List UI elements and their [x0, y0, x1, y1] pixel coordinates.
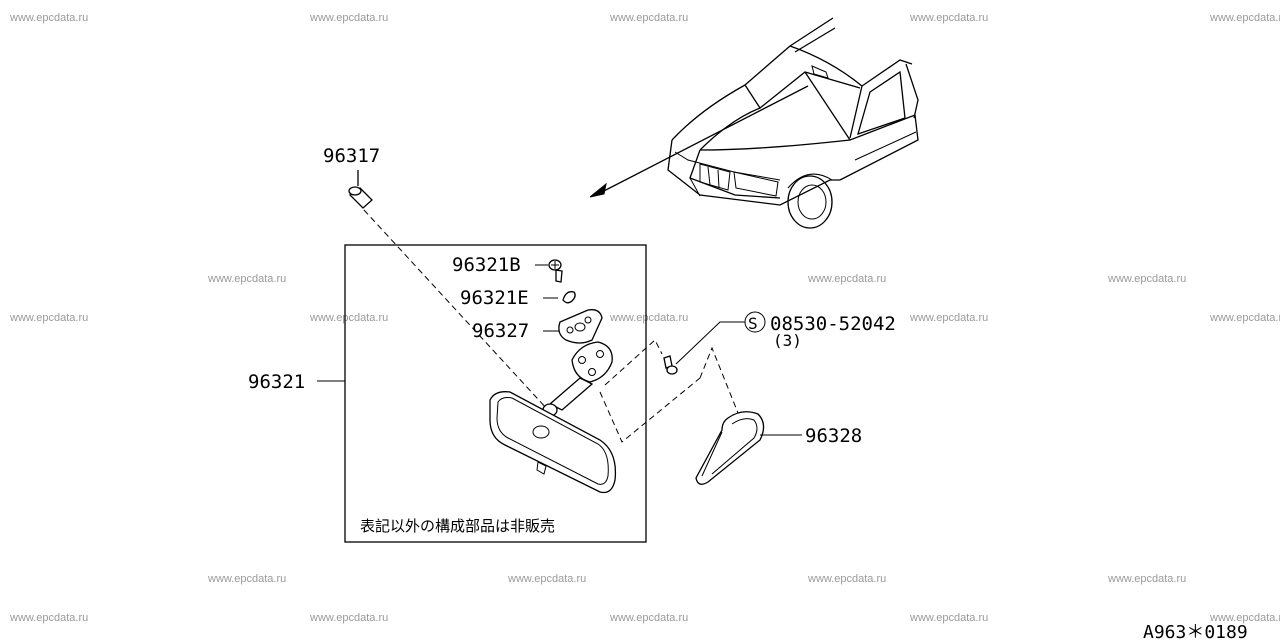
car-illustration: [667, 17, 919, 229]
watermark: www.epcdata.ru: [309, 12, 388, 24]
watermark: www.epcdata.ru: [807, 573, 886, 585]
watermark: www.epcdata.ru: [9, 612, 88, 624]
dash-line-96317: [363, 209, 549, 411]
watermark: www.epcdata.ru: [609, 612, 688, 624]
dash-line-stay-bolt: [604, 339, 663, 386]
watermark: www.epcdata.ru: [807, 273, 886, 285]
label-96317: 96317: [323, 145, 380, 167]
watermark: www.epcdata.ru: [1209, 12, 1280, 24]
label-bolt-qty: (3): [773, 331, 802, 350]
bolt-symbol-badge: S: [744, 311, 766, 333]
label-96327: 96327: [472, 320, 529, 342]
leader-bolt: [675, 321, 745, 365]
watermark: www.epcdata.ru: [1107, 273, 1186, 285]
dash-line-cover: [699, 346, 741, 419]
part-96321E-clip: [562, 291, 576, 304]
label-96321E: 96321E: [460, 287, 529, 309]
watermark: www.epcdata.ru: [609, 12, 688, 24]
part-96327-base-plate: [558, 309, 603, 344]
diagram-code: A963＊0189: [1143, 622, 1248, 640]
watermark: www.epcdata.ru: [909, 312, 988, 324]
direction-arrow: [589, 85, 809, 198]
watermark: www.epcdata.ru: [309, 312, 388, 324]
watermark: www.epcdata.ru: [507, 573, 586, 585]
watermark: www.epcdata.ru: [909, 12, 988, 24]
mirror-stay: [542, 341, 613, 417]
watermark: www.epcdata.ru: [1209, 612, 1280, 624]
label-bolt-code: 08530-52042: [770, 313, 896, 335]
part-96328-cover: [695, 411, 765, 485]
label-96321: 96321: [248, 371, 305, 393]
label-96328: 96328: [805, 425, 862, 447]
watermark: www.epcdata.ru: [1107, 573, 1186, 585]
note-text: 表記以外の構成部品は非販売: [360, 517, 555, 535]
part-96321B-screw: [548, 259, 563, 283]
watermark: www.epcdata.ru: [207, 273, 286, 285]
part-96317-cap: [348, 186, 373, 209]
watermark: www.epcdata.ru: [909, 612, 988, 624]
assembly-box-96321: [344, 244, 647, 543]
dash-line-stay-cover: [599, 377, 701, 443]
watermarks: www.epcdata.ru www.epcdata.ru www.epcdat…: [9, 12, 1280, 624]
mirror-body: [489, 391, 617, 494]
part-bolt-08530-52042: [663, 355, 678, 375]
watermark: www.epcdata.ru: [609, 312, 688, 324]
watermark: www.epcdata.ru: [1209, 312, 1280, 324]
watermark: www.epcdata.ru: [207, 573, 286, 585]
watermark: www.epcdata.ru: [9, 12, 88, 24]
label-96321B: 96321B: [452, 254, 521, 276]
watermark: www.epcdata.ru: [309, 612, 388, 624]
watermark: www.epcdata.ru: [9, 312, 88, 324]
bolt-symbol: S: [748, 314, 758, 333]
